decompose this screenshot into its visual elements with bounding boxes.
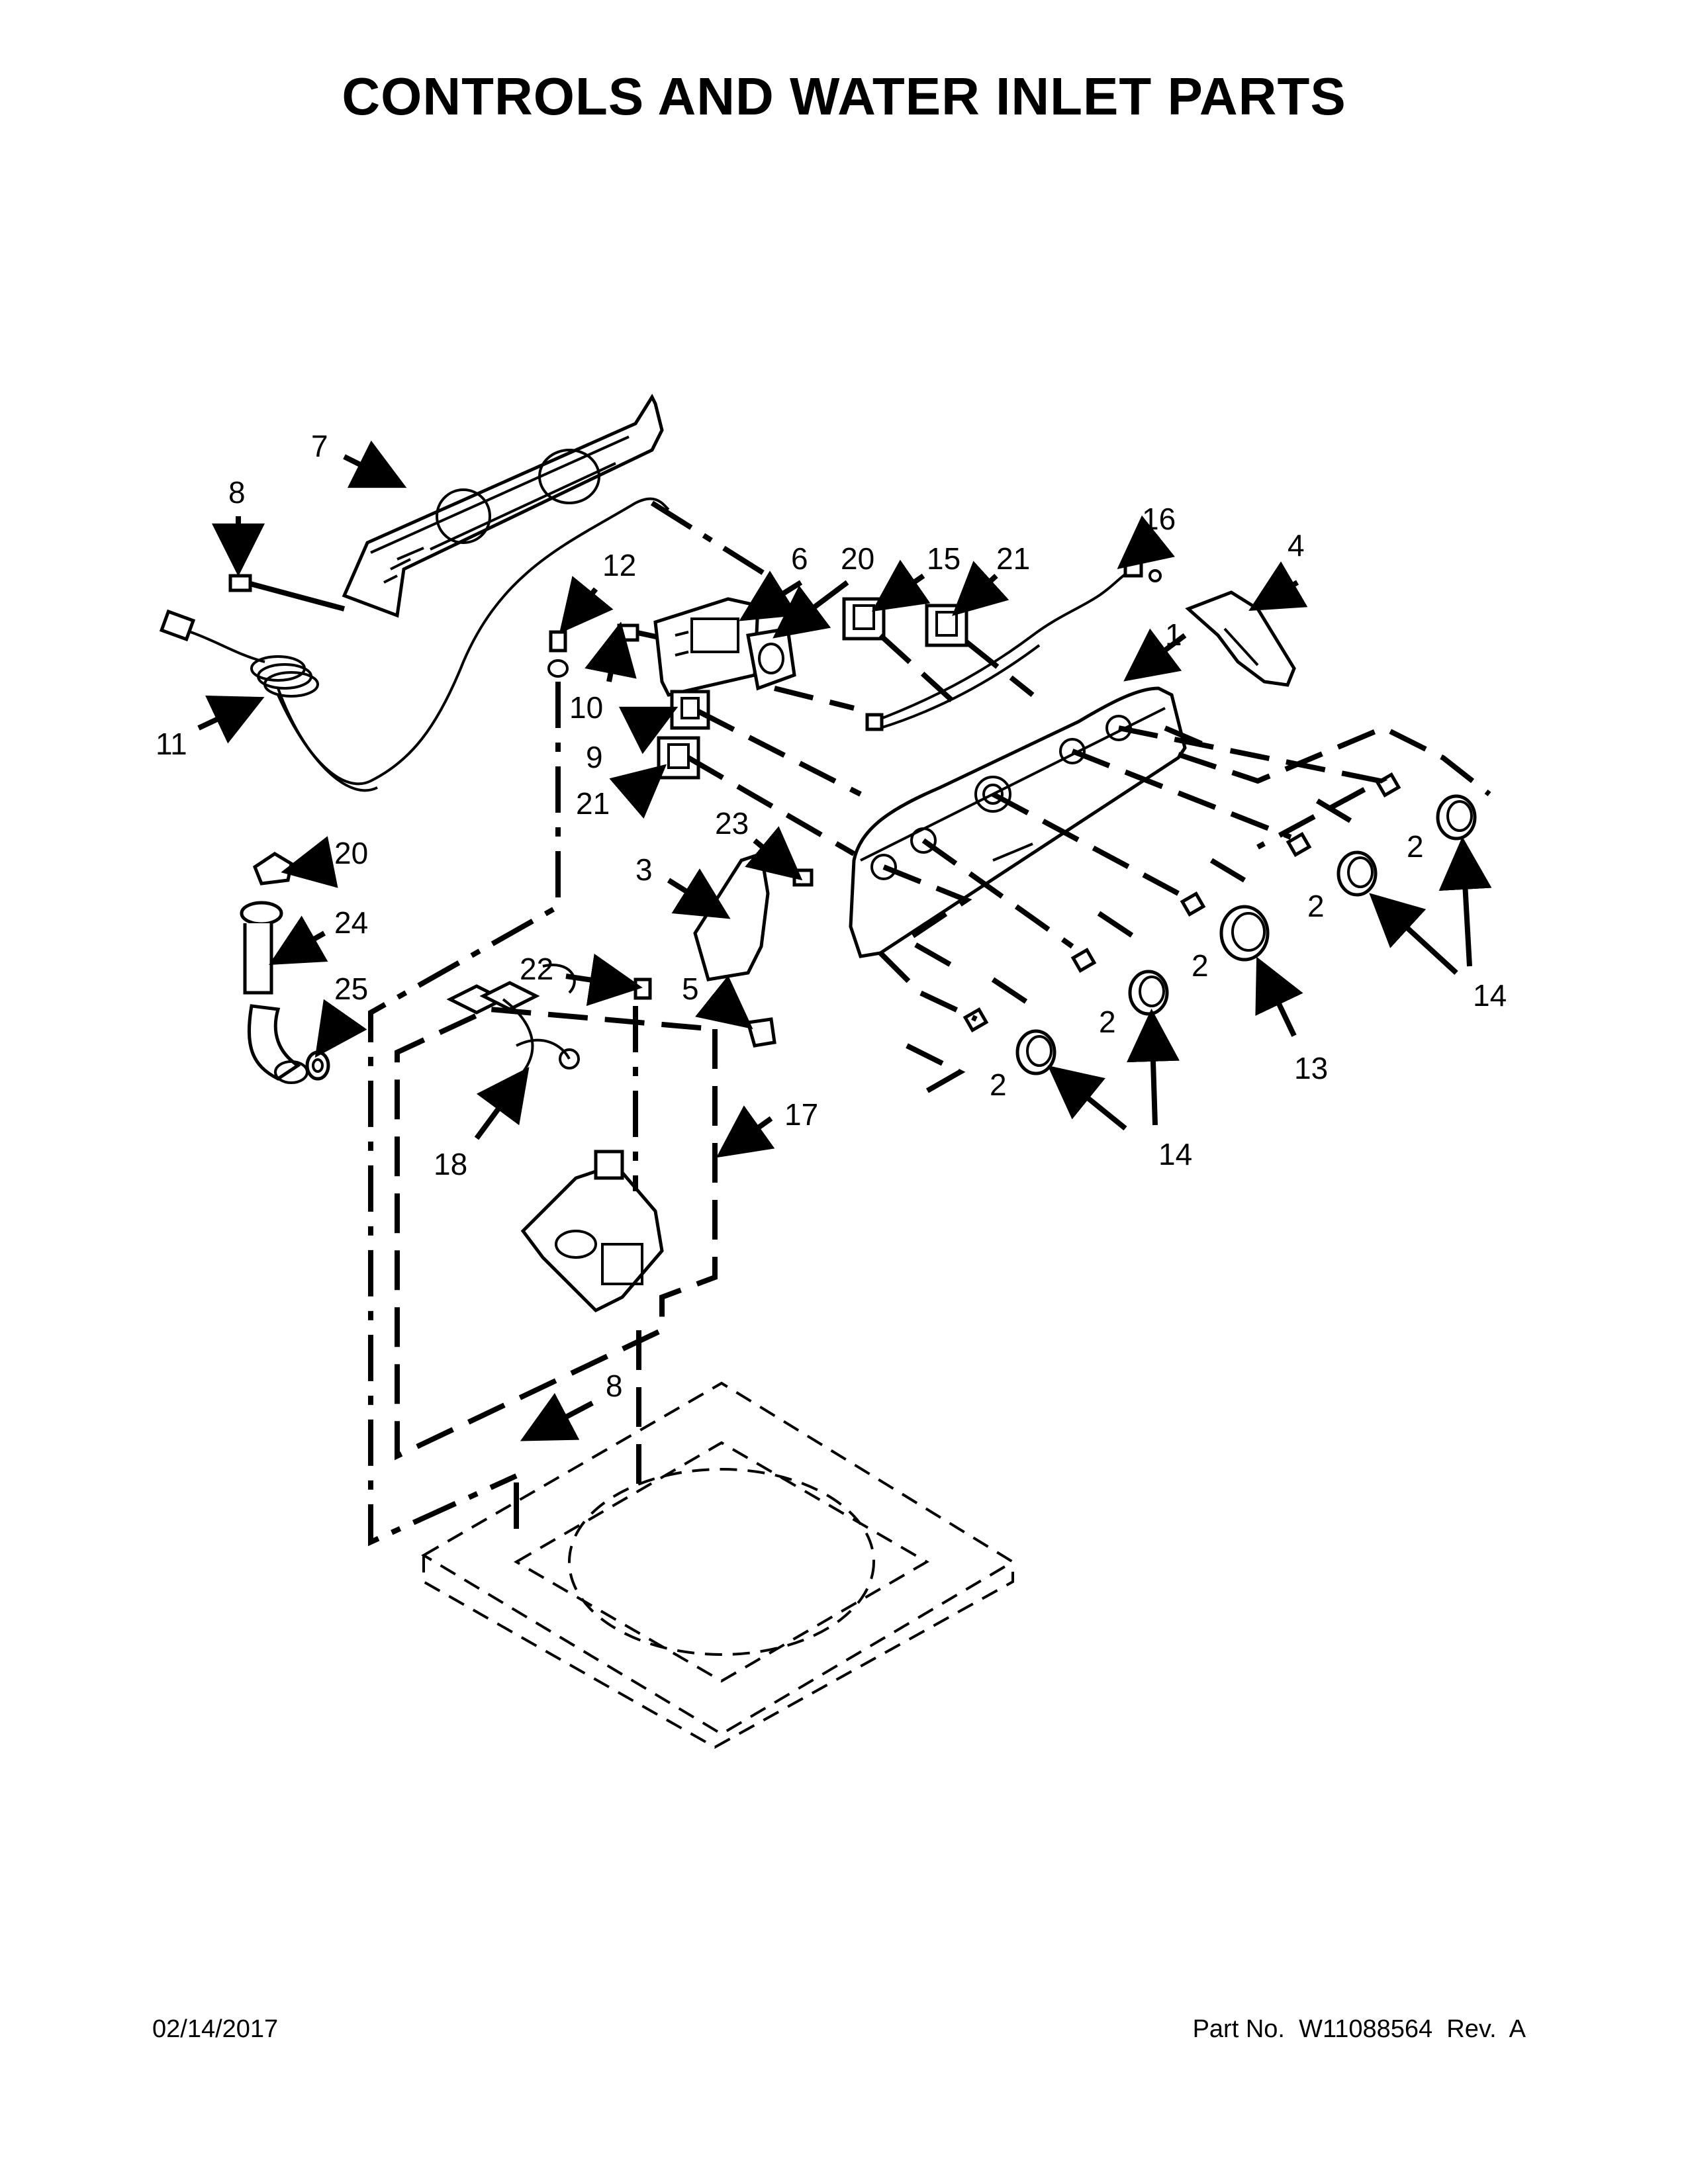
page-title: CONTROLS AND WATER INLET PARTS: [342, 67, 1346, 126]
callout-23: 23: [715, 806, 749, 841]
knob-stem-2d: [1286, 832, 1312, 857]
callout-22: 22: [520, 952, 553, 986]
callout-11: 11: [156, 727, 187, 761]
callout-17: 17: [784, 1097, 818, 1132]
switch-9: [670, 690, 710, 730]
callout-24: 24: [334, 905, 368, 940]
callout-12: 12: [602, 548, 636, 582]
water-valve-17: [520, 1150, 664, 1313]
callout-16: 16: [1142, 502, 1176, 536]
console-rear-panel: [342, 393, 664, 618]
inlet-screen-20: [252, 852, 293, 886]
inlet-hose-24: [240, 901, 308, 1084]
callout-2b: 2: [1099, 1005, 1116, 1039]
knob-stem-2c: [1180, 891, 1206, 917]
callout-2e: 2: [1407, 829, 1424, 864]
screw-12: [547, 630, 569, 678]
callout-21a: 21: [996, 541, 1030, 576]
callout-14b: 14: [1473, 978, 1507, 1013]
knob-stem-2e: [1375, 772, 1401, 797]
switch-15: [842, 597, 886, 641]
callout-13: 13: [1294, 1051, 1328, 1085]
callout-1: 1: [1165, 617, 1182, 652]
screw-8-top: [228, 574, 346, 612]
callout-8b: 8: [606, 1369, 623, 1403]
callout-8a: 8: [228, 475, 246, 510]
callout-15: 15: [927, 541, 961, 576]
screw-23: [792, 868, 814, 887]
callout-2d: 2: [1307, 889, 1325, 923]
callout-4: 4: [1288, 528, 1305, 563]
power-cord: [159, 497, 670, 792]
knob-14-c: [1336, 850, 1378, 897]
switch-21-right: [925, 604, 968, 647]
clip-5: [745, 1017, 776, 1048]
knob-14-a: [1015, 1029, 1056, 1075]
footer-part-number: Part No. W11088564 Rev. A: [1192, 2015, 1526, 2043]
control-board: [653, 597, 760, 697]
callout-25: 25: [334, 972, 368, 1006]
part-20-upper: [746, 627, 796, 691]
callout-10: 10: [569, 690, 603, 725]
screw-22: [633, 978, 652, 1000]
callout-7: 7: [311, 429, 328, 463]
washer-25: [305, 1050, 330, 1081]
callout-2a: 2: [990, 1068, 1007, 1102]
callout-18: 18: [434, 1147, 467, 1181]
knob-14-b: [1128, 970, 1169, 1016]
callout-14a: 14: [1158, 1137, 1192, 1171]
callout-21b: 21: [576, 786, 610, 821]
knob-stem-2b: [1070, 948, 1097, 973]
callout-3: 3: [635, 852, 653, 887]
end-cap-left: [693, 851, 770, 981]
console-main: [849, 686, 1187, 958]
end-cap-right: [1185, 590, 1296, 687]
footer-date: 02/14/2017: [152, 2015, 279, 2043]
knob-13: [1219, 905, 1270, 962]
cabinet-top: [421, 1381, 1015, 1749]
knob-14-d: [1436, 794, 1477, 841]
valve-wiring-18: [446, 964, 580, 1073]
callout-6: 6: [791, 541, 808, 576]
callout-20b: 20: [334, 836, 368, 870]
callout-20a: 20: [841, 541, 874, 576]
callout-9: 9: [586, 740, 603, 774]
callout-5: 5: [682, 972, 699, 1006]
callout-2c: 2: [1192, 948, 1209, 983]
